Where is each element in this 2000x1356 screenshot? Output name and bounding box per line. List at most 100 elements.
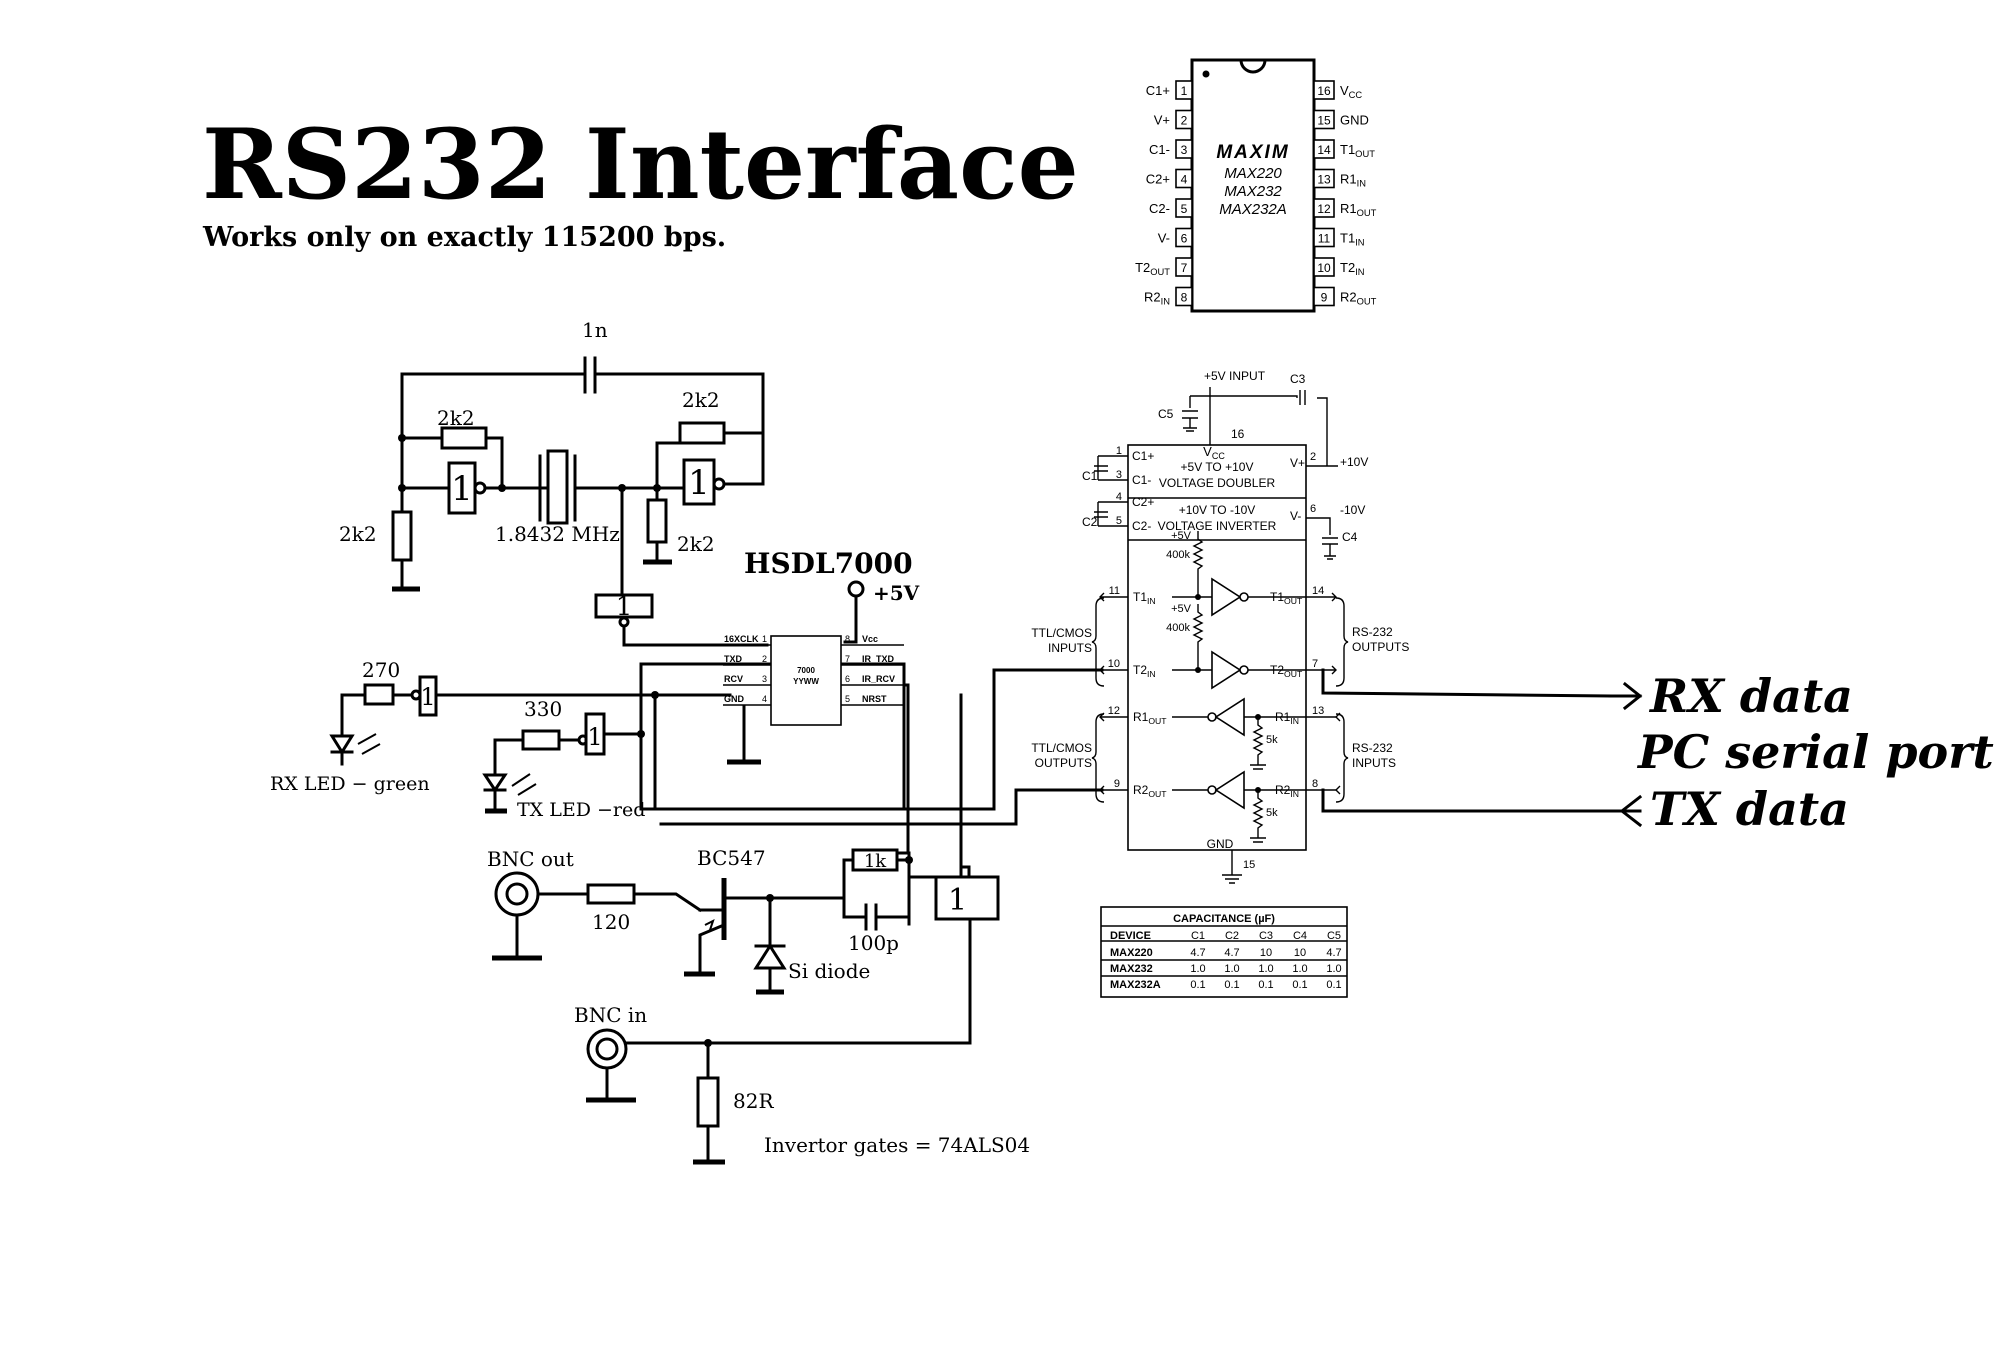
cap-table-cell: 1.0: [1190, 963, 1205, 975]
page-subtitle: Works only on exactly 115200 bps.: [202, 222, 726, 253]
maxim-pin-name: C1+: [1146, 83, 1170, 98]
cap-table-header: C3: [1259, 930, 1273, 942]
maxim-pin-box: [1313, 286, 1335, 307]
maxim-pin-name: GND: [1340, 113, 1369, 128]
cap-table-cell: 10: [1260, 947, 1272, 959]
chip-marking-7000: 7000: [797, 666, 815, 675]
gate-rx-symbol: 1: [420, 683, 435, 711]
maxim-pin-box: [1175, 168, 1193, 189]
gate-left: [447, 461, 477, 515]
transistor-emitter-arrow: [704, 919, 715, 931]
crystal-label: 1.8432 MHz: [495, 522, 620, 546]
receiver-out-pin-name-main: R2: [1133, 783, 1149, 797]
supply-5v-label: +5V: [873, 581, 920, 605]
maxim-part-max232: MAX232: [1224, 183, 1282, 200]
driver-in-pin-number: 11: [1109, 585, 1120, 597]
vplus-pin-number: 2: [1310, 451, 1316, 463]
resistor-82r: [696, 1076, 720, 1128]
maxim-pin-name-main: C1-: [1149, 142, 1170, 157]
maxim-pin-box: [1313, 80, 1335, 100]
maxim-pin-box: [1313, 168, 1335, 189]
tx-data-label: TX data: [1650, 782, 1849, 836]
receiver-in-pin-number: 13: [1312, 705, 1324, 717]
resistor-2k2-right-bottom-label: 2k2: [677, 532, 715, 556]
hsdl-right-pin-number: 8: [845, 634, 850, 644]
maxim-pin-name: V+: [1154, 113, 1170, 128]
doubler-line2: VOLTAGE DOUBLER: [1159, 476, 1276, 490]
pulldown-resistor: [1250, 717, 1266, 770]
maxim-pin-name: T1OUT: [1340, 142, 1375, 159]
maxim-pin-name-main: V-: [1158, 231, 1170, 246]
hsdl-right-pin-name: Vcc: [862, 634, 878, 644]
driver-in-arrow: [1099, 592, 1105, 602]
maxim-pin-name: R2IN: [1144, 290, 1170, 307]
junction: [398, 484, 406, 492]
maxim-pin-name-main: V+: [1154, 113, 1170, 128]
pc-serial-port-title: PC serial port: [1636, 725, 1994, 779]
hsdl-right-pin-number: 7: [845, 654, 850, 664]
cap-100p-wire: [842, 896, 911, 919]
c1-label: C1: [1082, 469, 1098, 483]
resistor-2k2-right-top-label: 2k2: [682, 388, 720, 412]
gates-note: Invertor gates = 74ALS04: [764, 1133, 1030, 1157]
maxim-pin-number: 13: [1317, 173, 1331, 187]
c3-wire: [1190, 395, 1328, 466]
hsdl-left-pin-name: TXD: [724, 654, 743, 664]
maxim-pin-name-sub: OUT: [1357, 208, 1377, 218]
maxim-pin-number: 9: [1321, 291, 1328, 305]
vminus-pin-label: V-: [1290, 509, 1301, 523]
maxim-pin-number: 7: [1181, 261, 1188, 275]
bnc-out-pin: [505, 882, 529, 906]
maxim-pin-number: 1: [1181, 84, 1188, 98]
rs232-outputs-line1: RS-232: [1352, 625, 1393, 639]
driver-out-arrow: [1331, 665, 1337, 675]
led-circuit: 270 1 RX LED − green 330 1 TX LED −red: [270, 658, 1104, 821]
driver-in-pin-name-sub: IN: [1147, 596, 1156, 606]
resistor-2k2-left-bottom: [391, 510, 413, 562]
driver-out-pin-name-sub: OUT: [1284, 669, 1303, 679]
max232-ground: [1222, 850, 1242, 884]
resistor-2k2-left-bottom-label: 2k2: [339, 522, 377, 546]
maxim-pin-name: C1-: [1149, 142, 1170, 157]
cap-1n-label: 1n: [582, 318, 608, 342]
transistor-label: BC547: [697, 846, 766, 870]
driver-in-pin-name-main: T2: [1133, 663, 1147, 677]
cap-table-cell: 4.7: [1190, 947, 1205, 959]
hsdl-right-pin-name: IR_RCV: [862, 674, 895, 684]
driver-out-pin-name-main: T2: [1270, 663, 1284, 677]
maxim-pin-name: R2OUT: [1340, 290, 1377, 307]
receiver-out-pin-number: 9: [1114, 778, 1120, 790]
ttl-outputs-line1: TTL/CMOS: [1031, 741, 1092, 755]
maxim-pin-box: [1313, 198, 1335, 218]
hsdl-left-pin-name: GND: [724, 694, 745, 704]
maxim-pin-name-main: R2: [1340, 290, 1357, 305]
vcc-wire: [843, 594, 858, 644]
maxim-pin-name-main: R2: [1144, 290, 1161, 305]
cap-table-cell: 1.0: [1258, 963, 1273, 975]
crystal-1.8432mhz: [546, 449, 569, 525]
junction: [1195, 594, 1201, 600]
receiver-in-arrow: [1335, 785, 1341, 795]
page-title: RS232 Interface: [202, 108, 1079, 221]
rs232-rx-in-wire: [1321, 788, 1612, 813]
cap-table-cell: 1.0: [1224, 963, 1239, 975]
gate-right-symbol: 1: [688, 463, 710, 503]
cap-table-cell: MAX232: [1110, 963, 1153, 975]
si-diode: [753, 943, 787, 970]
resistor-270-label: 270: [362, 658, 400, 682]
cap-table-cell: 10: [1294, 947, 1306, 959]
cap-100p-plates: [864, 903, 878, 931]
gate-bnc-bubble: [959, 865, 971, 879]
receiver-in-pin-name-main: R1: [1275, 710, 1291, 724]
cap-table-header: C5: [1327, 930, 1341, 942]
gate-left-symbol: 1: [451, 469, 473, 509]
receiver-in-pin-name-sub: IN: [1290, 716, 1299, 726]
driver-out-pin-number: 7: [1312, 658, 1318, 670]
receiver-out-pin-name-sub: OUT: [1148, 789, 1167, 799]
maxim-pin-name-main: R1: [1340, 172, 1357, 187]
maxim-pin-box: [1313, 139, 1335, 159]
gate-right-output-wire: [722, 431, 765, 486]
